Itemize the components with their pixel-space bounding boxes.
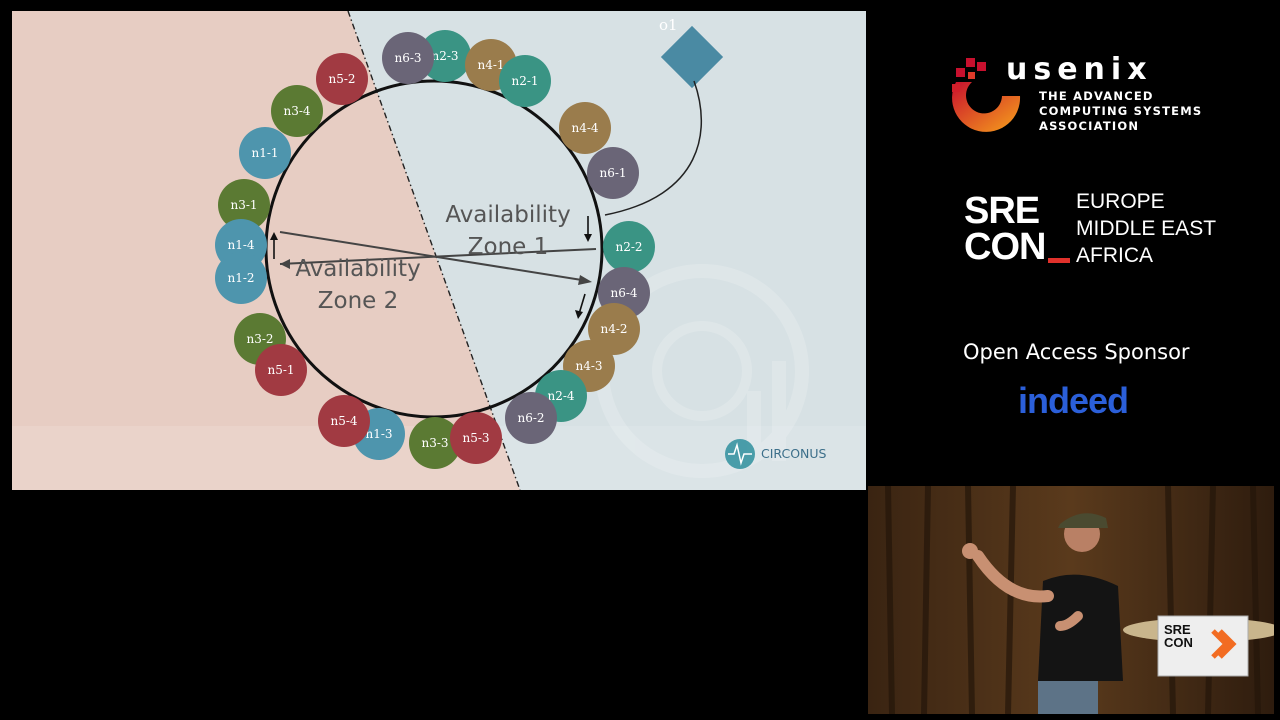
ring-node-n4-4 bbox=[559, 102, 611, 154]
ring-node-label-n2-1: n2-1 bbox=[511, 74, 538, 88]
ring-node-n6-2 bbox=[505, 392, 557, 444]
srecon-region-3: AFRICA bbox=[1076, 244, 1154, 267]
podium: SRE CON bbox=[1123, 615, 1274, 677]
ring-node-label-n6-1: n6-1 bbox=[599, 166, 626, 180]
sponsor-title: Open Access Sponsor bbox=[963, 340, 1190, 364]
circonus-logo-text: CIRCONUS bbox=[761, 446, 827, 461]
ring-node-n3-4 bbox=[271, 85, 323, 137]
object-diamond bbox=[660, 25, 724, 89]
ring-node-n5-1 bbox=[255, 344, 307, 396]
srecon-line-con: CON bbox=[964, 226, 1046, 268]
ring-node-n4-2 bbox=[588, 303, 640, 355]
ring-node-label-n2-3: n2-3 bbox=[431, 49, 458, 63]
srecon-logo: SRE CON EUROPE MIDDLE EAST AFRICA bbox=[964, 190, 1224, 270]
ring-node-label-n1-3: n1-3 bbox=[365, 427, 392, 441]
ring-node-label-n5-1: n5-1 bbox=[267, 363, 294, 377]
ring-node-n3-1 bbox=[218, 179, 270, 231]
circonus-logo-icon bbox=[725, 439, 755, 469]
ring-node-n5-4 bbox=[318, 395, 370, 447]
usenix-tagline-3: ASSOCIATION bbox=[1039, 119, 1140, 133]
ring-node-label-n5-4: n5-4 bbox=[330, 414, 357, 428]
ring-node-label-n3-4: n3-4 bbox=[283, 104, 310, 118]
ring-node-n1-2 bbox=[215, 252, 267, 304]
diamond-label: o1 bbox=[659, 16, 678, 34]
usenix-emblem-icon bbox=[952, 58, 1021, 132]
diamond-connector bbox=[604, 80, 703, 216]
ring-node-label-n5-2: n5-2 bbox=[328, 72, 355, 86]
ring-node-label-n6-4: n6-4 bbox=[610, 286, 637, 300]
ring-node-n6-3 bbox=[382, 32, 434, 84]
speaker-video: SRE CON bbox=[868, 486, 1274, 714]
speaker-video-frame: SRE CON bbox=[868, 486, 1274, 714]
node-group: n2-3 n6-3 n4-1 n2-1 n5-2 n3-4 n1-1 n4-4 n6-1 n3-1… bbox=[215, 30, 655, 469]
ring-node-label-n3-3: n3-3 bbox=[421, 436, 448, 450]
ring-node-label-n3-2: n3-2 bbox=[246, 332, 273, 346]
ring-node-n5-2 bbox=[316, 53, 368, 105]
ring-node-label-n5-3: n5-3 bbox=[462, 431, 489, 445]
curtain-folds bbox=[885, 486, 1261, 714]
ring-node-n6-1 bbox=[587, 147, 639, 199]
ring-node-label-n6-2: n6-2 bbox=[517, 411, 544, 425]
ring-node-label-n4-1: n4-1 bbox=[477, 58, 504, 72]
ring-node-label-n1-1: n1-1 bbox=[251, 146, 278, 160]
ring-node-n5-3 bbox=[450, 412, 502, 464]
ring-node-label-n4-2: n4-2 bbox=[600, 322, 627, 336]
ring-node-n2-1 bbox=[499, 55, 551, 107]
usenix-tagline-2: COMPUTING SYSTEMS bbox=[1039, 104, 1203, 118]
consistent-hash-ring-diagram: o1 Availability Zone 1 Availability Zone… bbox=[12, 11, 866, 490]
ring-node-n2-2 bbox=[603, 221, 655, 273]
arrow-down-small-2 bbox=[578, 293, 586, 315]
circonus-logo: CIRCONUS bbox=[725, 439, 827, 469]
zone1-label-line1: Availability bbox=[445, 202, 570, 228]
arrowhead-left bbox=[280, 259, 290, 269]
srecon-region-1: EUROPE bbox=[1076, 190, 1165, 213]
arrowhead-down-small-2 bbox=[575, 310, 583, 319]
usenix-wordmark: usenix bbox=[1006, 52, 1153, 87]
ring-node-label-n2-4: n2-4 bbox=[547, 389, 574, 403]
ring-node-label-n6-3: n6-3 bbox=[394, 51, 421, 65]
presentation-slide: o1 Availability Zone 1 Availability Zone… bbox=[12, 11, 866, 490]
ring-node-label-n1-4: n1-4 bbox=[227, 238, 254, 252]
zone2-label-line2: Zone 2 bbox=[318, 288, 399, 314]
speaker-figure bbox=[962, 513, 1123, 714]
ring-node-label-n2-2: n2-2 bbox=[615, 240, 642, 254]
podium-sign-con: CON bbox=[1164, 635, 1193, 650]
arrowhead-down-small bbox=[584, 234, 592, 242]
ring-node-label-n3-1: n3-1 bbox=[230, 198, 257, 212]
srecon-underscore bbox=[1048, 258, 1070, 263]
usenix-logo: usenix THE ADVANCED COMPUTING SYSTEMS AS… bbox=[948, 52, 1208, 142]
circonus-logo-pulse bbox=[728, 442, 752, 466]
ring-node-label-n1-2: n1-2 bbox=[227, 271, 254, 285]
indeed-logo: indeed bbox=[1018, 380, 1129, 421]
arrowhead-up-small bbox=[270, 232, 278, 240]
srecon-region-2: MIDDLE EAST bbox=[1076, 217, 1217, 240]
ring-node-label-n4-4: n4-4 bbox=[571, 121, 598, 135]
ring-node-n3-3 bbox=[409, 417, 461, 469]
arrowhead-right bbox=[578, 275, 592, 285]
ring-node-n2-3 bbox=[419, 30, 471, 82]
podium-sign-sre: SRE bbox=[1164, 622, 1191, 637]
zone2-label-line1: Availability bbox=[295, 256, 420, 282]
srecon-line-sre: SRE bbox=[964, 190, 1040, 232]
zone1-label-line2: Zone 1 bbox=[468, 234, 549, 260]
arrow-line-2 bbox=[279, 231, 589, 282]
usenix-tagline-1: THE ADVANCED bbox=[1039, 89, 1154, 103]
ring-node-n1-1 bbox=[239, 127, 291, 179]
ring-node-label-n4-3: n4-3 bbox=[575, 359, 602, 373]
